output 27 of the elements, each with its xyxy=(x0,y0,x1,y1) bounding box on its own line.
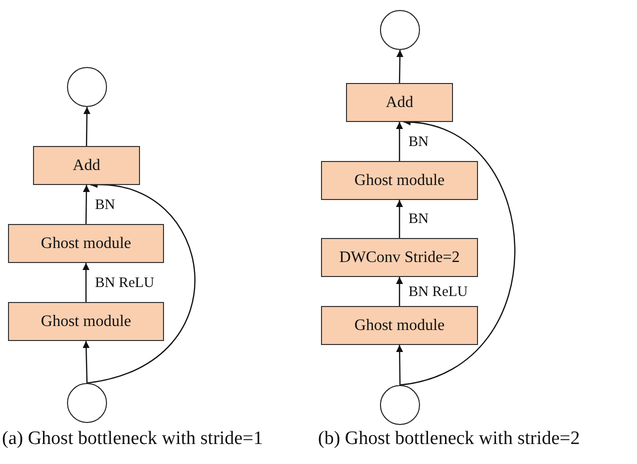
figure-caption: (b) Ghost bottleneck with stride=2 xyxy=(318,428,580,450)
edge-label: BN xyxy=(95,198,116,212)
arrow xyxy=(396,122,403,161)
arrow xyxy=(396,200,403,238)
process-box: Ghost module xyxy=(321,161,478,200)
figure-caption: (a) Ghost bottleneck with stride=1 xyxy=(2,428,263,450)
process-box: Ghost module xyxy=(8,302,164,341)
process-box: DWConv Stride=2 xyxy=(321,238,478,277)
process-box: Ghost module xyxy=(321,306,478,345)
circle-node xyxy=(67,67,107,107)
arrow xyxy=(82,185,90,224)
arrow xyxy=(396,50,404,83)
edge-label: BN xyxy=(408,212,429,226)
arrow xyxy=(396,345,404,385)
arrow xyxy=(83,107,90,146)
edge-label: BN ReLU xyxy=(95,276,154,290)
process-box: Add xyxy=(346,83,453,122)
circle-node xyxy=(380,10,420,50)
circle-node xyxy=(380,385,420,425)
arrow xyxy=(82,263,90,302)
circle-node xyxy=(67,383,107,423)
arrow xyxy=(82,340,90,384)
process-box: Add xyxy=(33,146,140,185)
process-box: Ghost module xyxy=(8,224,164,263)
edge-label: BN ReLU xyxy=(408,284,468,299)
arrow xyxy=(396,277,403,306)
edge-label: BN xyxy=(408,134,429,149)
